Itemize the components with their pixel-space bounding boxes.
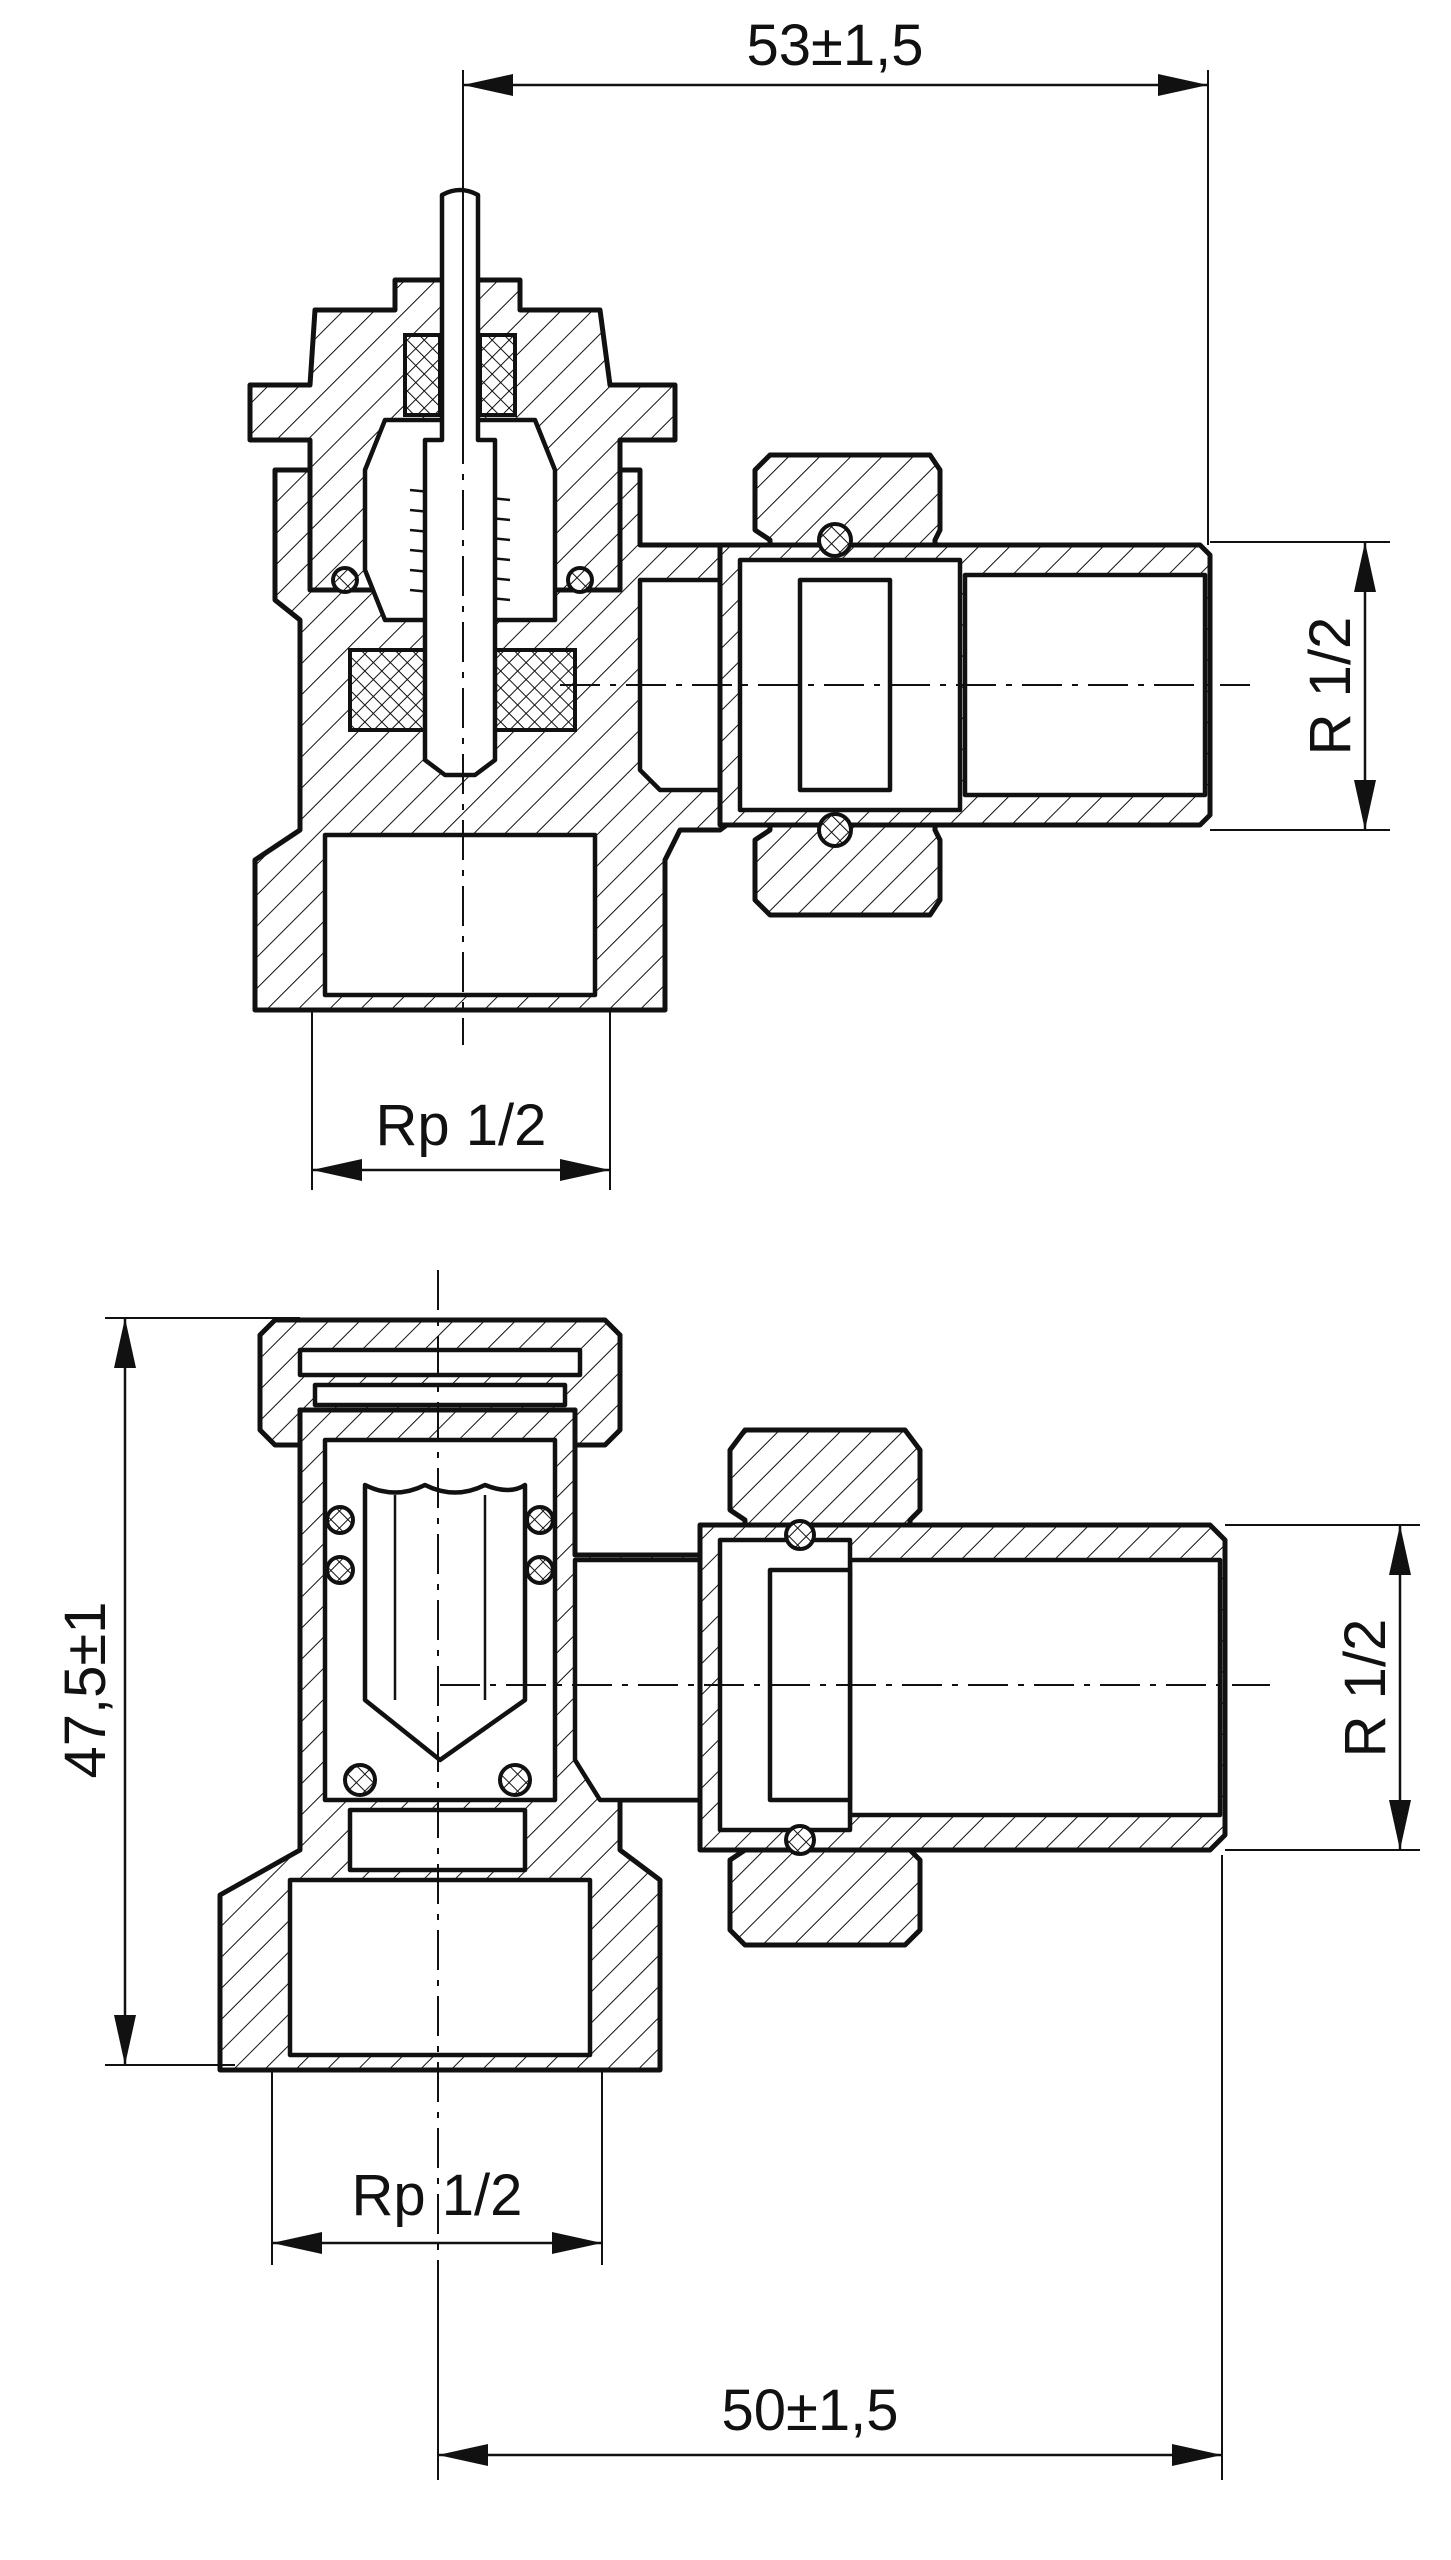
top-spindle-pin [422,187,498,778]
bottom-spindle [362,1482,528,1763]
bottom-seal-plate-2 [312,1382,568,1408]
bottom-seal-plate-1 [297,1347,583,1378]
bottom-oring-union-upper [784,1519,816,1551]
bottom-oring-right-2 [525,1555,555,1585]
bottom-outlet-neck [572,1557,723,1803]
bottom-inlet-bore [287,1877,593,2058]
dim-rp12-top-label: Rp 1/2 [376,1093,547,1158]
top-gland-seal-right [478,333,517,417]
bottom-oring-left-1 [325,1505,355,1535]
top-inlet-bore [322,832,598,998]
top-oring-upper [817,522,853,558]
bottom-oring-union-lower [784,1824,816,1856]
top-gland-seal-left [403,333,442,417]
dim-rp12-bottom-label: Rp 1/2 [352,2163,523,2228]
bottom-oring-seat-left [343,1763,377,1797]
dim-r12-top-label: R 1/2 [1298,617,1363,756]
dim-50-label: 50±1,5 [722,2378,899,2443]
bottom-valve-section [217,1270,1270,2475]
top-oring-lower [817,812,853,848]
bottom-dimension-r12: R 1/2 [1225,1524,1420,1851]
top-dimension-rp12: Rp 1/2 [311,1010,611,1190]
bottom-tailpiece-bore [847,1557,1223,1818]
dim-53-label: 53±1,5 [747,13,924,78]
bottom-dimension-rp12: Rp 1/2 [271,2070,603,2265]
dim-r12-bottom-label: R 1/2 [1333,1619,1398,1758]
top-valve-section [247,160,1250,1045]
top-oring-body-left [331,566,359,594]
top-dimension-53: 53±1,5 [462,13,1209,545]
top-dimension-r12: R 1/2 [1210,541,1390,831]
bottom-oring-right-1 [525,1505,555,1535]
top-oring-body-right [566,566,594,594]
bottom-dimension-50: 50±1,5 [437,1855,1223,2480]
bottom-dimension-47: 47,5±1 [53,1317,300,2066]
dim-47-label: 47,5±1 [53,1602,118,1779]
bottom-oring-left-2 [325,1555,355,1585]
bottom-oring-seat-right [498,1763,532,1797]
